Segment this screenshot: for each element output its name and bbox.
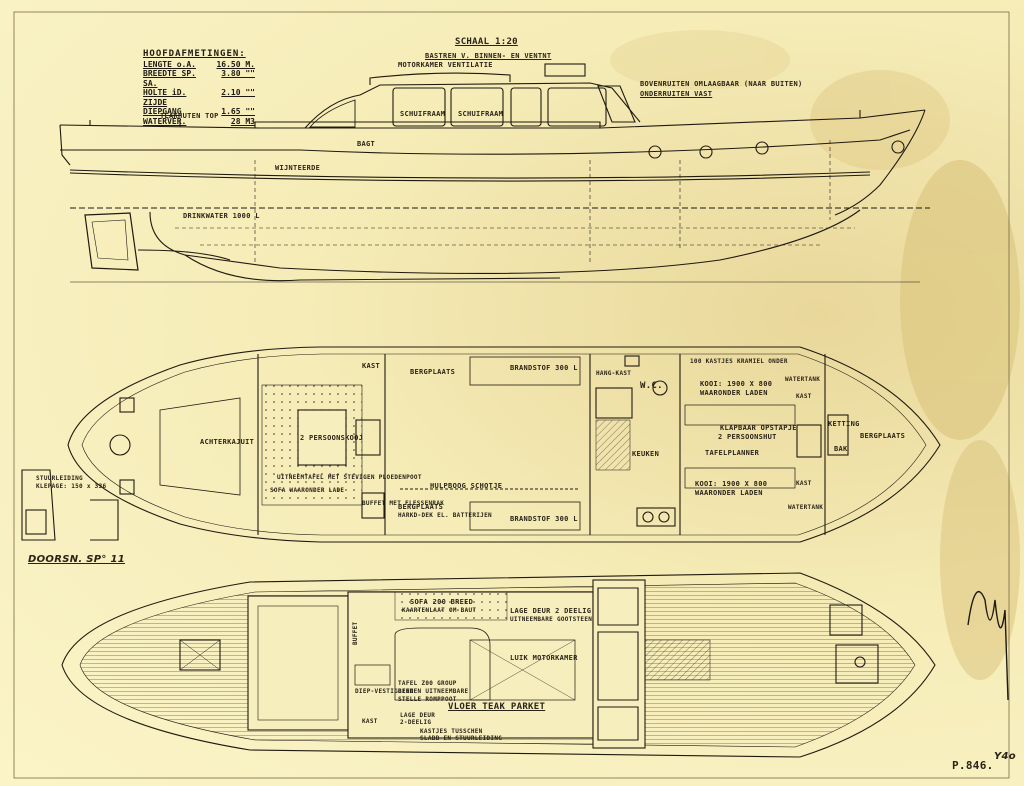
label-aft-cabin: ACHTERKAJUIT [200, 438, 255, 446]
dimension-label: BREEDTE SP. SA. [143, 69, 196, 88]
label-steering-note: KLEPAGE: 150 x 336 [36, 483, 107, 490]
label-cupboard: KAST [362, 362, 381, 370]
deck-label-door-sub: UITNEEMBARE GOOTSTEEN [510, 616, 593, 623]
deck-label-sofa: SOFA 200 BREED [410, 598, 474, 606]
label-kitchen: KEUKEN [632, 450, 660, 458]
deck-label-low-door2: 2-DEELIG [400, 719, 432, 726]
label-chain: KETTING [828, 420, 860, 428]
deck-label-low-door: LAGE DEUR [400, 712, 436, 719]
deck-plan [61, 572, 936, 758]
profile-label-window-fixed: ONDERRUITEN VAST [640, 90, 713, 98]
profile-label-sliding-2: SCHUIFRAAM [458, 110, 504, 118]
dimension-label: DIEPGANG [143, 107, 182, 116]
dimension-value: 28 M3 [230, 116, 255, 126]
label-water-tank-2: WATERTANK [788, 504, 824, 511]
dimension-label: LENGTE o.A. [143, 59, 196, 69]
deck-label-boxes2: SLABB EN STUURLEIDING [420, 735, 503, 742]
profile-label-top: BASTREN V. BINNEN- EN VENTNT [425, 52, 552, 60]
profile-label-vent: MOTORKAMER VENTILATIE [398, 61, 493, 69]
section-mark: DOORSN. SP° 11 [28, 554, 125, 565]
label-hanging: HANG-KAST [596, 370, 632, 377]
sheet-mark: Y4o [994, 751, 1016, 762]
label-bergplaats-bottom: BERGPLAATS [398, 503, 444, 511]
deck-label-stair: DIEP-VESTIGBEEN [355, 688, 414, 695]
dimension-row: HOLTE iD. ZIJDE 2.10 "" [143, 88, 255, 107]
label-folding: KLAPBAAR OPSTAPJE [720, 424, 797, 432]
dimension-value: 3.80 "" [221, 69, 255, 78]
deck-label-boxes: KASTJES TUSSCHEN [420, 728, 483, 735]
deck-label-floor: VLOER TEAK PARKET [448, 702, 546, 712]
deck-label-engine: LUIK MOTORKAMER [510, 654, 578, 662]
label-bunk-bottom-sub: WAARONDER LADEN [695, 489, 763, 497]
label-water-tank: WATERTANK [785, 376, 821, 383]
label-bunk-bottom: KOOI: 1900 X 800 [695, 480, 768, 488]
dimension-value: 16.50 M. [216, 59, 255, 69]
dimension-value: 1.65 "" [221, 107, 255, 116]
label-bergplaats-fwd: BERGPLAATS [860, 432, 906, 440]
label-steering: STUURLEIDING [36, 475, 83, 482]
label-table-fwd: TAFELPLANNER [705, 449, 760, 457]
label-bak: BAK [834, 445, 848, 453]
profile-label-teak: TEAKHUTEN TOP [160, 112, 219, 120]
label-cabin-fwd: 2 PERSOONSHUT [718, 433, 777, 441]
accommodation-plan [21, 346, 941, 543]
dimension-row: LENGTE o.A. 16.50 M. [143, 60, 255, 70]
label-top-cupboards: 100 KASTJES KRAMIEL ONDER [690, 358, 788, 365]
profile-label-tank: DRINKWATER 1000 L [183, 212, 260, 220]
dimensions-title: HOOFDAFMETINGEN: [143, 49, 246, 59]
label-wc: W.C. [640, 381, 663, 391]
deck-label-table-note3: STELLE ROMPPOOT [398, 696, 457, 703]
dimension-label: HOLTE iD. ZIJDE [143, 88, 187, 107]
deck-label-table-note: TAFEL Z00 GROUP [398, 680, 457, 687]
label-fuel-top: BRANDSTOF 300 L [510, 364, 578, 372]
profile-label-galley: BAGT [357, 140, 376, 148]
dimension-row: DIEPGANG 1.65 "" [143, 107, 255, 117]
label-bergplaats-top: BERGPLAATS [410, 368, 456, 376]
paper-stains [610, 30, 1020, 680]
label-cupboard-3: KAST [796, 480, 812, 487]
profile-label-window-drop: BOVENRUITEN OMLAAGBAAR (NAAR BUITEN) [640, 80, 803, 88]
deck-label-kast: KAST [362, 718, 378, 725]
main-dimensions: HOOFDAFMETINGEN: LENGTE o.A. 16.50 M. BRE… [143, 49, 255, 127]
label-table: UITNEEMTAFEL MET STEVIGEN PLOEDENPOOT [277, 474, 422, 481]
label-cupboard-2: KAST [796, 393, 812, 400]
sheet-border [13, 11, 1010, 779]
deck-label-table-note2: BINDEN UITNEEMBARE [398, 688, 469, 695]
deck-label-door: LAGE DEUR 2 DEELIG [510, 607, 592, 615]
dimension-value: 2.10 "" [221, 88, 255, 97]
deck-label-buffet: BUFFET [352, 621, 359, 645]
dimension-label: WATERVER. [143, 116, 187, 126]
label-bulkhead: HULPBOOG SCHOTJE [430, 482, 503, 490]
drawing-number: P.846. [952, 759, 994, 772]
dimension-row: WATERVER. 28 M3 [143, 117, 255, 127]
profile-label-buffer: WIJNTEERDE [275, 164, 321, 172]
label-below-note: HARKD-DEK EL. BATTERIJEN [398, 512, 492, 519]
label-buffet: BUFFET MET FLESSENRAK [362, 500, 445, 507]
profile-label-sliding-1: SCHUIFRAAM [400, 110, 446, 118]
label-fuel-bottom: BRANDSTOF 300 L [510, 515, 578, 523]
scale-label: SCHAAL 1:20 [455, 37, 518, 47]
label-bunk-top: KOOI: 1900 X 800 [700, 380, 773, 388]
signature [967, 591, 1009, 701]
label-drawers: SOFA WAARONDER LADE [270, 487, 345, 494]
deck-label-charts: KAARTENLAAT OM BAUT [402, 607, 477, 614]
label-bunk-top-sub: WAARONDER LADEN [700, 389, 768, 397]
dimension-row: BREEDTE SP. SA. 3.80 "" [143, 69, 255, 88]
label-two-persons: 2 PERSOONSKOOJ [300, 434, 364, 442]
profile-view [59, 63, 930, 283]
